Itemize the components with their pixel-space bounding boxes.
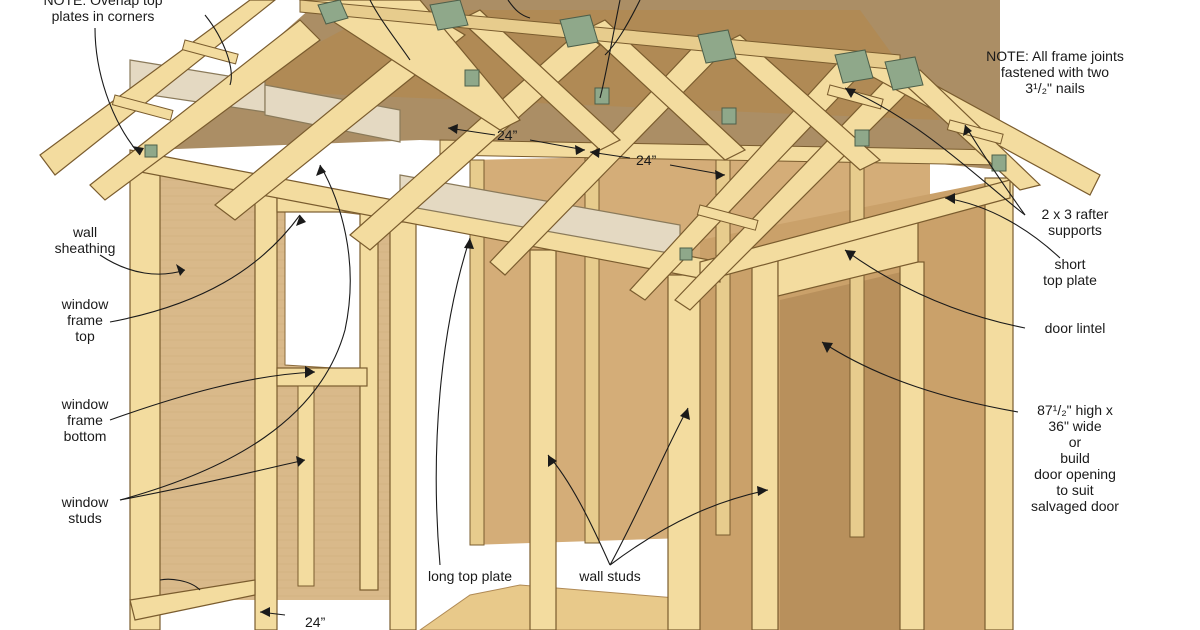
floor-deck: [419, 584, 701, 630]
label-short-top-plate: short top plate: [1043, 256, 1097, 288]
bottom-plate-left: [129, 579, 256, 621]
label-wall-studs: wall studs: [579, 568, 641, 584]
window-opening: [284, 204, 366, 371]
rafter-supports: [111, 39, 1004, 231]
metal-connectors: [144, 0, 1007, 261]
dimension-rafter-spacing-1: 24”: [497, 127, 518, 143]
rafters-back-slope: [298, 0, 1101, 196]
front-wall-stud: [529, 249, 557, 630]
note-overlap-top-plates: NOTE: Overlap top plates in corners: [43, 0, 163, 24]
label-long-top-plate: long top plate: [427, 568, 513, 584]
back-wall-stud: [469, 159, 485, 546]
label-window-frame-top: window frame top: [61, 296, 109, 344]
dimension-rafter-spacing-2: 24”: [636, 152, 657, 168]
corner-post-left: [129, 164, 161, 630]
label-rafter-supports: 2 x 3 rafter supports: [1041, 206, 1109, 238]
label-wall-sheathing: wall sheathing: [54, 224, 116, 256]
right-wall-stud: [751, 254, 779, 630]
corner-post-right: [984, 177, 1014, 630]
front-wall-stud: [667, 274, 701, 630]
leader-lines: [94, 0, 1061, 616]
note-frame-joints: NOTE: All frame joints fastened with two…: [986, 48, 1124, 96]
label-door-opening: 87¹/₂" high x 36" wide or build door ope…: [1031, 402, 1119, 514]
left-wall-stud: [254, 194, 278, 630]
dimension-stud-spacing: 24”: [305, 614, 326, 630]
left-wall-stud: [359, 209, 379, 591]
door-jamb: [899, 261, 925, 630]
label-window-frame-bottom: window frame bottom: [61, 396, 109, 444]
back-wall-stud: [849, 151, 865, 538]
door-opening: [780, 270, 910, 630]
label-window-studs: window studs: [61, 494, 109, 526]
window-stud: [297, 385, 315, 587]
arrowheads: [132, 88, 972, 617]
label-door-lintel: door lintel: [1044, 320, 1106, 336]
window-frame-bottom-board: [276, 367, 368, 387]
front-wall-stud: [389, 221, 417, 630]
